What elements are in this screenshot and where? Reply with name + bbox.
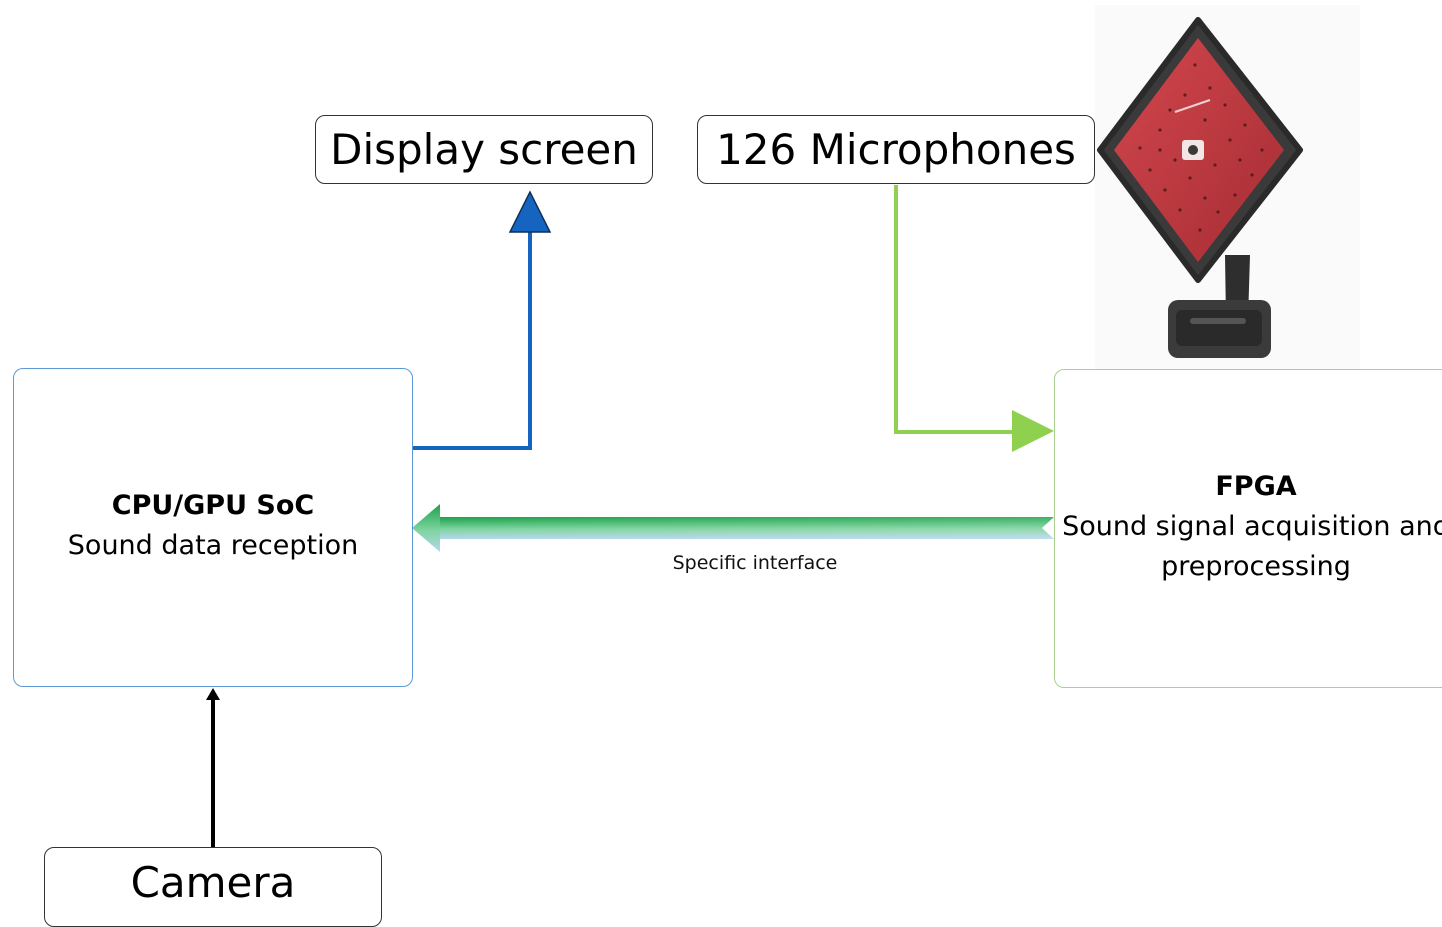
- camera-to-cpu-arrow: [206, 688, 220, 848]
- mics-to-fpga-arrow: [894, 185, 1054, 452]
- cpu-block-title: CPU/GPU SoC: [111, 489, 315, 521]
- camera-label: Camera: [130, 858, 296, 907]
- microphones-label: 126 Microphones: [716, 125, 1076, 174]
- fpga-block: FPGA Sound signal acquisition and prepro…: [1054, 369, 1442, 688]
- fpga-block-subtitle-line2: preprocessing: [1161, 550, 1351, 582]
- fpga-to-cpu-interface-arrow: [412, 504, 1054, 552]
- acoustic-camera-icon: [1095, 5, 1360, 370]
- fpga-block-subtitle-line1: Sound signal acquisition and: [1062, 510, 1442, 542]
- cpu-gpu-soc-block: CPU/GPU SoC Sound data reception: [13, 368, 413, 687]
- display-screen-box: Display screen: [315, 115, 653, 184]
- cpu-to-display-arrow: [410, 190, 552, 450]
- fpga-block-title: FPGA: [1215, 470, 1297, 502]
- microphones-box: 126 Microphones: [697, 115, 1095, 184]
- camera-box: Camera: [44, 847, 382, 927]
- specific-interface-label: Specific interface: [672, 552, 838, 574]
- display-screen-label: Display screen: [330, 125, 638, 174]
- cpu-block-subtitle: Sound data reception: [67, 529, 359, 561]
